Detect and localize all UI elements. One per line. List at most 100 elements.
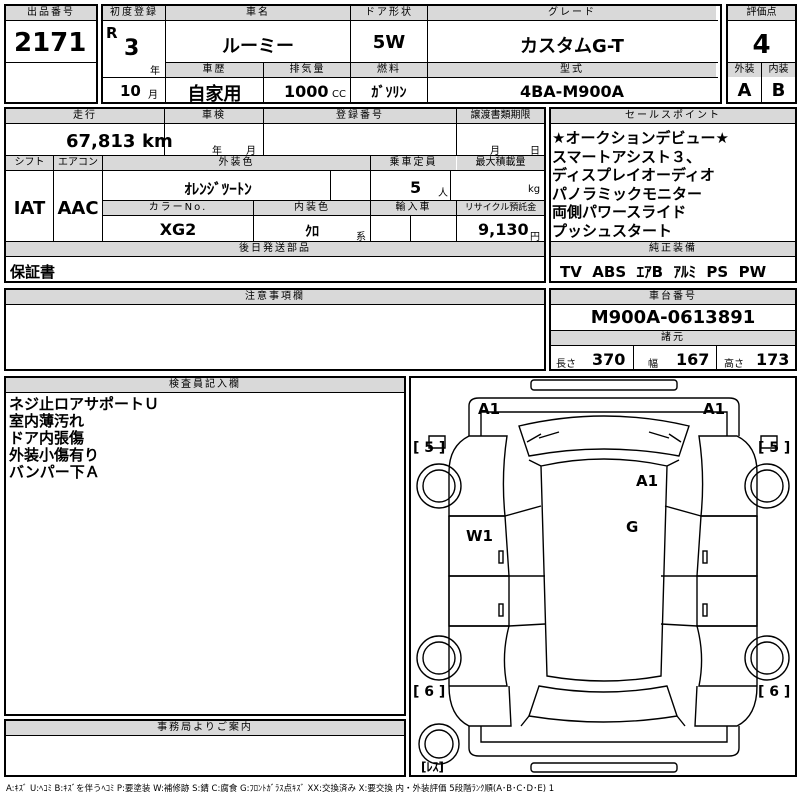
max-load-label: 最大積載量 [457, 156, 544, 170]
lot-number: 2171 [14, 28, 87, 58]
inspector-label: 検査員記入欄 [6, 378, 404, 392]
sales-point: 両側パワースライド [552, 203, 687, 221]
width-label: 幅 [648, 359, 658, 370]
capacity-unit: 人 [438, 188, 448, 199]
grade-value: カスタムG-T [520, 36, 624, 57]
inspector-note: ドア内張傷 [9, 429, 85, 447]
displacement-label: 排気量 [264, 63, 351, 77]
capacity-value: 5 [410, 178, 422, 197]
first-reg-month: 10 [120, 82, 141, 100]
first-reg-month-unit: 月 [148, 90, 158, 101]
legend: A:ｷｽﾞ U:ﾍｺﾐ B:ｷｽﾞを伴うﾍｺﾐ P:要塗装 W:補修跡 S:錆 … [6, 784, 555, 794]
first-reg-era: R [106, 24, 118, 42]
reg-no-label: 登録番号 [264, 109, 456, 123]
model-value: 4BA-M900A [519, 82, 625, 101]
int-color-label: 内装色 [254, 201, 370, 215]
damage-a1-front-left: A1 [478, 400, 501, 418]
chassis-label: 車台番号 [551, 290, 795, 304]
door-label: ドア形状 [351, 6, 427, 20]
inspection-month-unit: 月 [246, 146, 256, 157]
tire-rear-right: [ 6 ] [758, 684, 791, 700]
transfer-day-unit: 日 [530, 146, 540, 157]
aircon-value: AAC [57, 198, 99, 219]
mileage-value: 67,813 [66, 131, 136, 152]
vehicle-main-box [101, 4, 722, 104]
later-parts-label: 後日発送部品 [6, 242, 544, 256]
transfer-month-unit: 月 [490, 146, 500, 157]
tire-rear-left: [ 6 ] [413, 684, 446, 700]
damage-g-windshield: G [626, 518, 639, 536]
recycle-label: リサイクル預託金 [457, 201, 544, 215]
recycle-value: 9,130 [478, 220, 529, 239]
history-value: 自家用 [187, 84, 242, 105]
first-reg-year: 3 [124, 36, 140, 61]
damage-diagram-box [409, 376, 797, 777]
capacity-label: 乗車定員 [371, 156, 456, 170]
recycle-unit: 円 [530, 232, 540, 243]
later-parts-value: 保証書 [10, 263, 56, 281]
office-box [4, 719, 406, 777]
max-load-unit: kg [528, 184, 541, 195]
interior-grade: B [771, 80, 786, 101]
interior-grade-label: 内装 [762, 63, 795, 77]
sales-point: スマートアシスト３、 [552, 147, 701, 166]
sales-point: ディスプレイオーディオ [552, 166, 715, 184]
header-info-frame [4, 4, 797, 104]
mileage-unit: km [142, 131, 173, 152]
damage-w1-left-door: W1 [466, 527, 493, 545]
ext-color-label: 外装色 [103, 156, 370, 170]
ext-color-value: ｵﾚﾝｼﾞﾂｰﾄﾝ [184, 180, 252, 198]
lot-label: 出品番号 [6, 6, 96, 20]
tire-front-left: [ 5 ] [413, 440, 446, 456]
lot-box [4, 4, 98, 104]
displacement-value: 1000 [284, 82, 329, 101]
damage-a1-roof: A1 [636, 472, 659, 490]
inspector-note: バンパー下Ａ [9, 463, 100, 481]
color-no-label: カラーNo. [103, 201, 253, 215]
import-label: 輸入車 [371, 201, 456, 215]
first-reg-label: 初度登録 [103, 6, 165, 20]
inspection-year-unit: 年 [212, 146, 222, 157]
first-reg-year-unit: 年 [150, 66, 160, 77]
int-color-value: ｸﾛ [305, 224, 319, 240]
notes-box [4, 288, 546, 371]
color-no-value: XG2 [159, 220, 197, 239]
shift-value: IAT [13, 198, 46, 219]
shift-label: シフト [6, 156, 53, 170]
transfer-deadline-label: 譲渡書類期限 [457, 109, 544, 123]
equipment-value: TV ABS ｴｱB ｱﾙﾐ PS PW [560, 263, 767, 281]
chassis-value: M900A-0613891 [590, 307, 756, 328]
score-box [726, 4, 797, 104]
car-name: ルーミー [222, 36, 294, 57]
fuel-value: ｶﾞｿﾘﾝ [371, 85, 407, 101]
score-label: 評価点 [728, 6, 795, 20]
history-label: 車歴 [166, 63, 263, 77]
exterior-grade: A [737, 80, 752, 101]
door-type: 5W [372, 32, 406, 53]
length-label: 長さ [556, 359, 576, 370]
sales-points-list: ★オークションデビュー★ スマートアシスト３、 ディスプレイオーディオ パノラミ… [552, 129, 729, 240]
detail-box [4, 107, 546, 283]
inspector-box [4, 376, 406, 716]
car-name-label: 車名 [166, 6, 350, 20]
int-color-unit: 系 [356, 232, 366, 243]
inspector-note: 室内薄汚れ [9, 412, 85, 430]
mileage-label: 走行 [6, 109, 164, 123]
displacement-unit: CC [332, 89, 346, 100]
height-label: 高さ [724, 359, 744, 370]
notes-label: 注意事項欄 [6, 290, 544, 304]
sales-points-box [549, 107, 797, 283]
sales-point: ★オークションデビュー★ [552, 129, 729, 147]
damage-a1-front-right: A1 [703, 400, 726, 418]
equipment-label: 純正装備 [551, 242, 795, 256]
exterior-grade-label: 外装 [728, 63, 761, 77]
sales-points-label: セールスポイント [551, 109, 795, 123]
inspection-label: 車検 [165, 109, 263, 123]
spare-tire: [ﾚｽ] [421, 760, 444, 774]
dims-label: 諸元 [551, 331, 795, 345]
width-value: 167 [676, 350, 710, 369]
inspector-notes: ネジ止ロアサポートＵ 室内薄汚れ ドア内張傷 外装小傷有り バンパー下Ａ [9, 396, 159, 481]
fuel-label: 燃料 [351, 63, 427, 77]
sales-point: プッシュスタート [552, 221, 673, 240]
tire-front-right: [ 5 ] [758, 440, 791, 456]
